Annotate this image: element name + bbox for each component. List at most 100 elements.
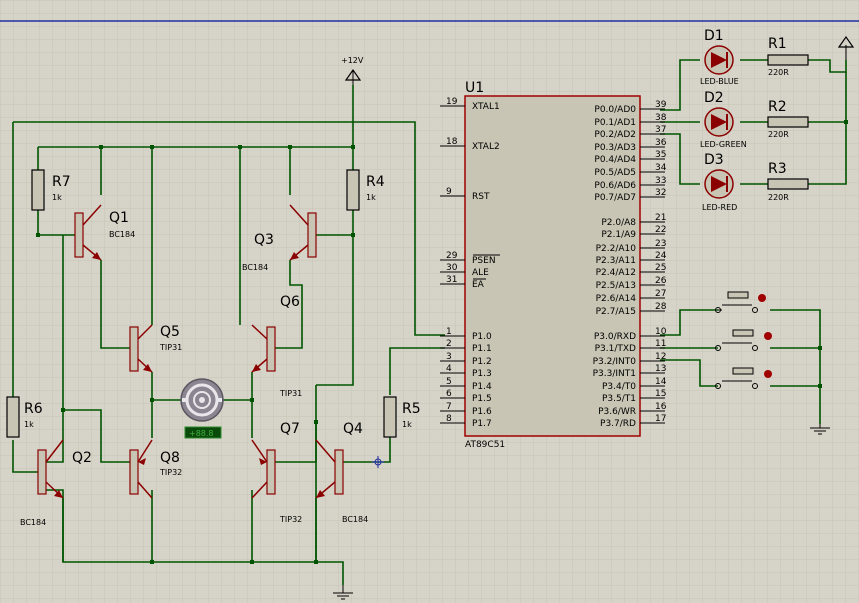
mcu-pin-name: P1.2 (472, 357, 492, 367)
resistor-r4[interactable]: R4 1k (346, 169, 385, 211)
resistor-r6-ref: R6 (24, 401, 43, 417)
mcu-pin-number: 19 (446, 97, 458, 107)
mcu-pin-name: P2.5/A13 (596, 281, 636, 291)
transistor-q2-ref: Q2 (72, 450, 92, 466)
mcu-pin-name: P1.7 (472, 419, 492, 429)
led-d3[interactable]: D3 LED-RED (702, 152, 737, 212)
mcu-pin-number: 21 (655, 213, 666, 223)
transistor-q7[interactable]: Q7 TIP32 (251, 421, 302, 524)
transistor-q6[interactable]: Q6 TIP31 (251, 294, 302, 398)
transistor-q1-ref: Q1 (109, 210, 129, 226)
power-terminal-leds[interactable] (837, 35, 855, 60)
motor-readout: +88.8 (189, 429, 214, 438)
transistor-q2-part: BC184 (20, 518, 46, 527)
ground-terminal-switches[interactable] (810, 424, 830, 435)
mcu-pin-number: 18 (446, 137, 458, 147)
resistor-r3-ref: R3 (768, 161, 787, 177)
resistor-r3[interactable]: R3 220R (767, 161, 809, 202)
mcu-pin-name: EA (472, 280, 485, 290)
probe-marker[interactable] (372, 456, 384, 468)
resistor-r4-ref: R4 (366, 174, 385, 190)
resistor-r2[interactable]: R2 220R (767, 99, 809, 139)
led-d2[interactable]: D2 LED-GREEN (700, 90, 747, 149)
transistor-q8-ref: Q8 (160, 450, 180, 466)
resistor-r5[interactable]: R5 1k (383, 396, 421, 438)
mcu-pin-number: 10 (655, 327, 667, 337)
mcu-pin-number: 9 (446, 187, 452, 197)
mcu-pin-name: P1.0 (472, 332, 492, 342)
mcu-pin-number: 4 (446, 364, 452, 374)
transistor-q4[interactable]: Q4 BC184 (315, 421, 368, 524)
mcu-pin-name: P0.0/AD0 (594, 105, 636, 115)
transistor-q4-ref: Q4 (343, 421, 363, 437)
mcu-pin-number: 7 (446, 402, 452, 412)
mcu-ref: U1 (465, 80, 484, 96)
mcu-pin-name: P0.7/AD7 (594, 193, 636, 203)
resistor-r1[interactable]: R1 220R (767, 36, 809, 77)
dc-motor[interactable]: +88.8 (180, 378, 224, 439)
switch-1[interactable] (715, 291, 767, 313)
mcu-pin-number: 26 (655, 276, 667, 286)
resistor-r6[interactable]: R6 1k (6, 396, 43, 438)
led-d1[interactable]: D1 LED-BLUE (700, 28, 739, 86)
switch-2[interactable] (715, 329, 773, 351)
resistor-r7[interactable]: R7 1k (31, 169, 71, 211)
switch-3[interactable] (715, 367, 773, 389)
power-label: +12V (341, 56, 364, 65)
mcu-pin-number: 23 (655, 239, 666, 249)
transistor-q8[interactable]: Q8 TIP32 (129, 439, 182, 499)
ground-terminal-bridge[interactable] (333, 585, 353, 600)
transistor-q2[interactable]: Q2 BC184 (20, 439, 92, 527)
mcu-pin-number: 31 (446, 275, 457, 285)
mcu-pin-name: P3.6/WR (598, 407, 636, 417)
transistor-q5[interactable]: Q5 TIP31 (129, 324, 182, 373)
transistor-q1[interactable]: Q1 BC184 (74, 204, 135, 261)
transistor-q3[interactable]: Q3 BC184 (242, 204, 317, 272)
resistor-r5-value: 1k (402, 420, 412, 429)
transistor-q6-ref: Q6 (280, 294, 300, 310)
mcu-pin-number: 22 (655, 225, 666, 235)
mcu-pin-number: 1 (446, 327, 452, 337)
